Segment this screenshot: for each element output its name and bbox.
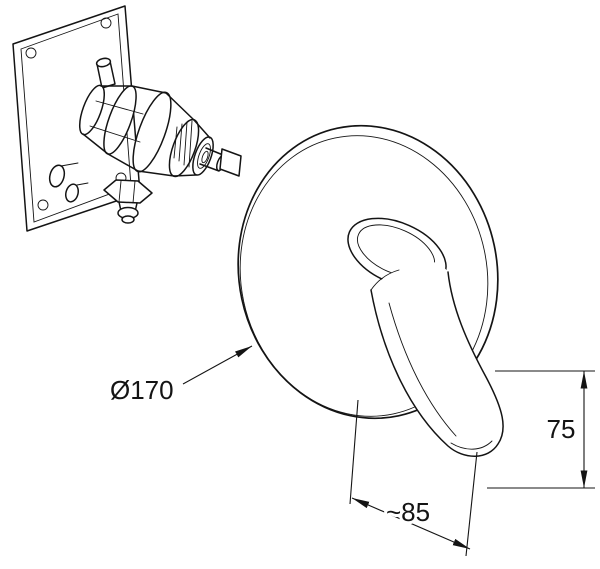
dim-width-label: ~85 [386,497,430,527]
escutcheon-inner-edge [239,135,489,417]
dim-height: 75 [487,370,595,489]
dim-height-label: 75 [547,414,576,444]
dim-width-line [351,497,471,550]
plate-corner-hole [100,17,112,29]
lever-handle [370,260,504,457]
plate-corner-hole [25,47,37,59]
trim-set-figure [237,124,504,457]
lever-crease [388,302,457,437]
valve-body [78,57,242,224]
body-detail-line [95,100,144,115]
dim-diameter: Ø170 [107,345,253,408]
top-stub-cap [95,57,112,68]
lower-port-nut [103,179,153,224]
knurl-tick [188,120,193,168]
dim-diameter-leader-arrow [182,345,253,385]
dim-width: ~85 [349,399,478,557]
dimension-annotations: Ø170 75 ~85 [107,345,595,557]
rough-in-valve-figure [12,5,242,232]
knurl-tick [178,123,183,162]
body-detail-line [89,125,141,143]
plate-corner-hole [37,199,49,211]
knurl-tick [173,126,178,159]
spindle [199,147,242,177]
lever-tip-arc [450,440,493,450]
lever-outline [370,271,504,457]
knurl-tick [183,121,188,166]
dim-diameter-label: Ø170 [110,375,174,405]
supply-ports [48,162,89,203]
extension-line [349,399,359,505]
spindle-square-end [219,148,242,177]
extension-line [465,451,478,557]
lever-collar-arc [370,269,400,291]
